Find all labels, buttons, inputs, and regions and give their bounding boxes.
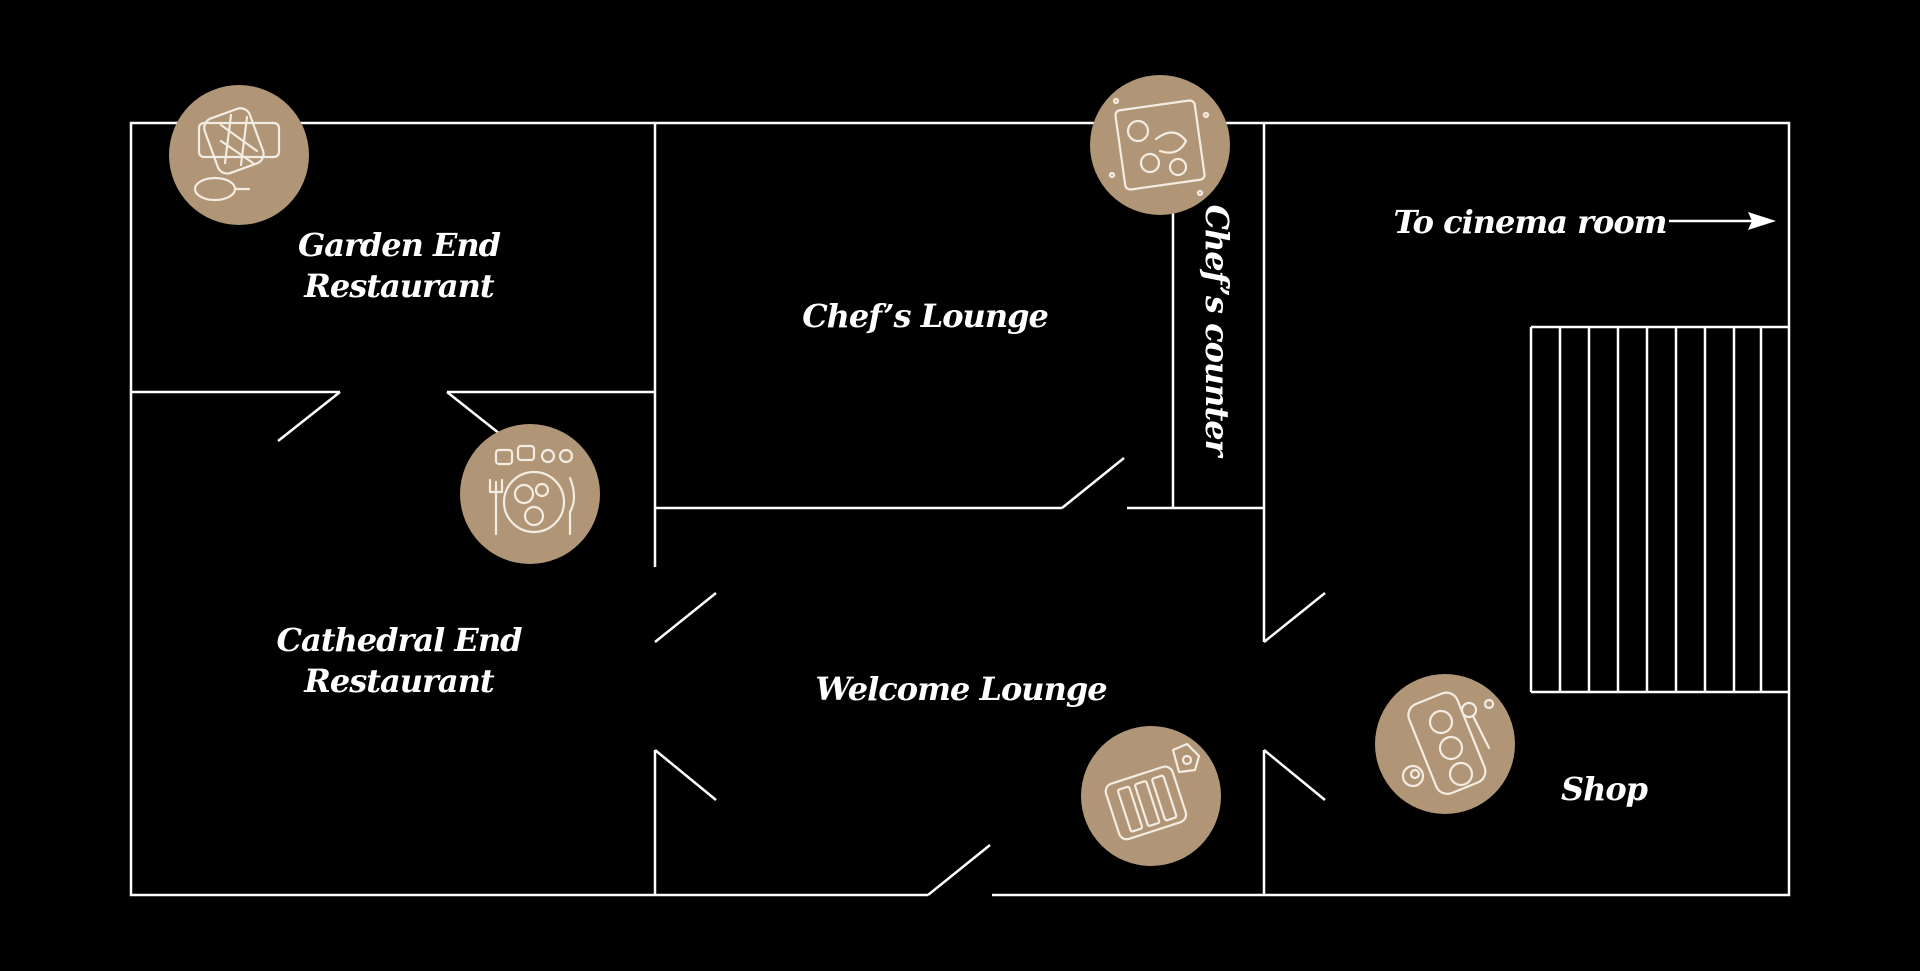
room-label-garden-end-line2: Restaurant <box>303 267 495 305</box>
room-label-cathedral-end-line1: Cathedral End <box>277 621 523 659</box>
door-garden-left <box>277 391 341 442</box>
room-label-chefs-counter: Chef’s counter <box>1198 205 1236 459</box>
walls <box>129 121 1791 898</box>
door-chefs-lounge <box>1061 457 1125 509</box>
door-shop-lower <box>1263 749 1326 801</box>
donut-tray-icon <box>1375 674 1515 814</box>
breakfast-plate-icon <box>460 424 600 564</box>
room-label-shop: Shop <box>1561 770 1648 808</box>
room-label-welcome-lounge: Welcome Lounge <box>815 670 1106 708</box>
doors <box>277 391 1326 896</box>
door-entrance <box>927 844 991 896</box>
door-garden-right <box>446 391 501 435</box>
door-cathedral-upper <box>654 592 717 643</box>
seafood-platter-icon <box>1090 75 1230 215</box>
cinema-direction: To cinema room <box>1393 203 1776 241</box>
sandwich-board-icon <box>1081 726 1221 866</box>
room-label-cathedral-end-line2: Restaurant <box>303 662 495 700</box>
waffle-plate-icon <box>169 85 309 225</box>
outer-wall <box>129 121 1791 897</box>
door-cathedral-lower <box>654 749 717 801</box>
staircase <box>1529 325 1789 694</box>
room-label-garden-end-line1: Garden End <box>298 226 501 264</box>
cinema-direction-label: To cinema room <box>1393 203 1666 241</box>
room-label-chefs-lounge: Chef’s Lounge <box>802 297 1048 335</box>
door-shop-upper <box>1263 592 1326 643</box>
